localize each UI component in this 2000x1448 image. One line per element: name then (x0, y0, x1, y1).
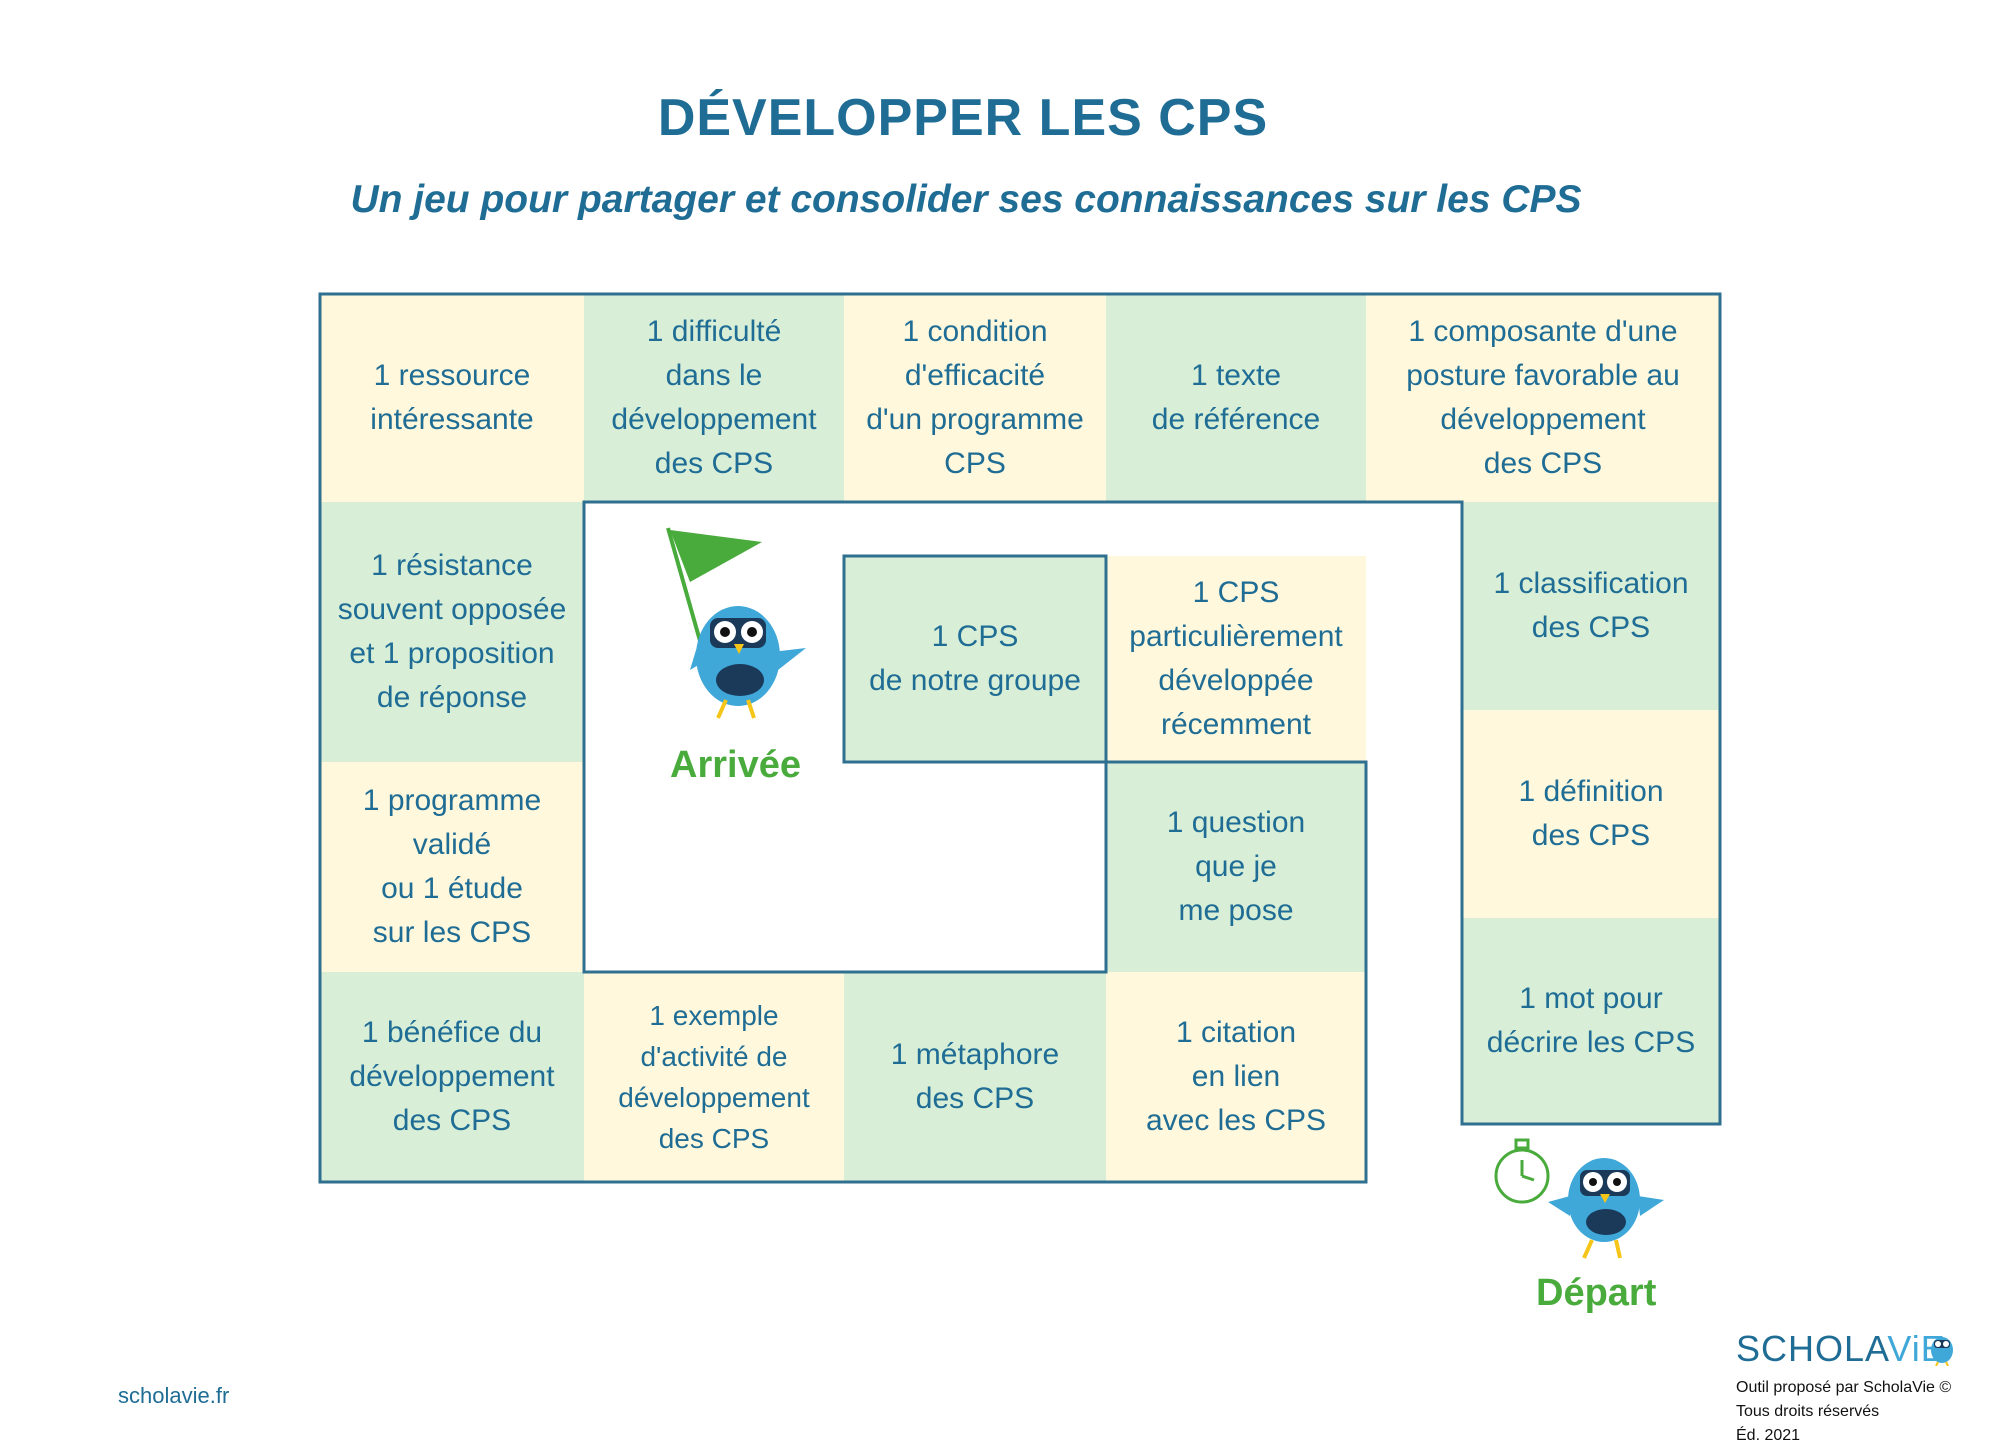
owl-icon (666, 527, 806, 719)
page-title: DÉVELOPPER LES CPS (657, 89, 1269, 147)
stopwatch-icon (1494, 1138, 1550, 1204)
board-cell: 1 définition des CPS (1462, 710, 1720, 918)
owl-icon (1931, 1337, 1953, 1366)
board-cell: 1 mot pour décrire les CPS (1462, 918, 1720, 1124)
board-cell: 1 condition d'efficacité d'un programme … (844, 294, 1106, 502)
arrival-label: Arrivée (670, 744, 801, 786)
board-cell: 1 composante d'une posture favorable au … (1366, 294, 1720, 502)
board-cell: 1 citation en lien avec les CPS (1106, 972, 1366, 1182)
board-cell: 1 question que je me pose (1106, 762, 1366, 972)
board-cell: 1 bénéfice du développement des CPS (320, 972, 584, 1182)
owl-icon (1548, 1158, 1664, 1259)
page-subtitle: Un jeu pour partager et consolider ses c… (350, 178, 1582, 221)
board-cell: 1 CPS de notre groupe (844, 556, 1106, 762)
board-cell: 1 classification des CPS (1462, 502, 1720, 710)
board-cell: 1 difficulté dans le développement des C… (584, 294, 844, 502)
board-cell: 1 exemple d'activité de développement de… (584, 972, 844, 1182)
board-cell: 1 texte de référence (1106, 294, 1366, 502)
departure-label: Départ (1536, 1272, 1657, 1314)
board-cell: 1 CPS particulièrement développée récemm… (1106, 556, 1366, 762)
brand-logo: SCHOLAViE (1736, 1328, 1946, 1369)
board-cell: 1 programme validé ou 1 étude sur les CP… (320, 762, 584, 972)
board-cell: 1 ressource intéressante (320, 294, 584, 502)
credit-text: Outil proposé par ScholaVie © Tous droit… (1736, 1379, 1952, 1444)
site-link[interactable]: scholavie.fr (118, 1383, 230, 1408)
board-cell: 1 résistance souvent opposée et 1 propos… (320, 502, 584, 762)
board-cell: 1 métaphore des CPS (844, 972, 1106, 1182)
flag-icon (666, 527, 762, 656)
